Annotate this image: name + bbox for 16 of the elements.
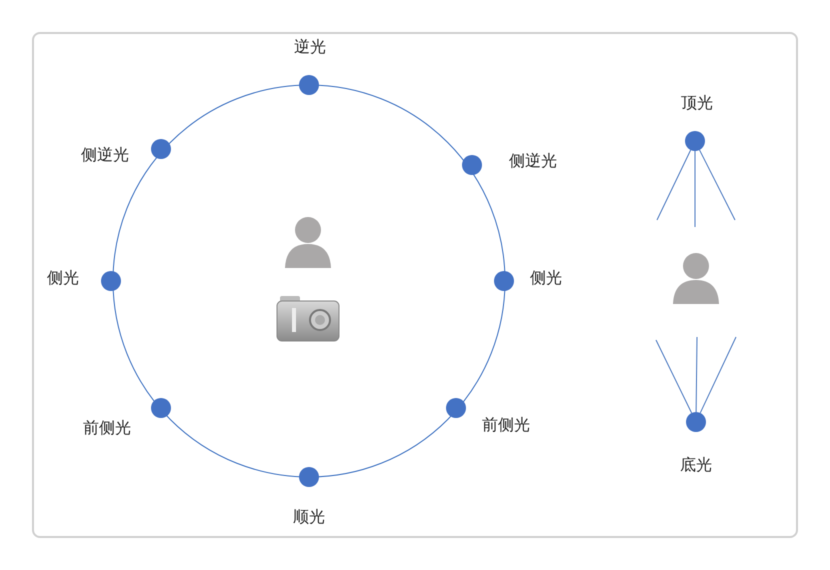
light-label: 逆光: [293, 36, 327, 58]
light-ray-line: [656, 150, 692, 220]
light-label: 侧逆光: [80, 144, 130, 166]
light-label: 侧光: [46, 267, 80, 289]
light-ray-line: [699, 149, 736, 220]
light-ray-line: [696, 336, 698, 412]
light-ray-line: [694, 150, 696, 228]
light-label: 顺光: [292, 506, 326, 528]
light-ray-line: [656, 340, 692, 414]
light-label: 顶光: [680, 92, 714, 114]
light-label: 侧逆光: [508, 150, 558, 172]
light-label: 前侧光: [481, 414, 531, 436]
light-label: 侧光: [529, 267, 563, 289]
light-label: 前侧光: [82, 417, 132, 439]
light-label: 底光: [679, 454, 713, 476]
light-ray-line: [700, 336, 736, 414]
